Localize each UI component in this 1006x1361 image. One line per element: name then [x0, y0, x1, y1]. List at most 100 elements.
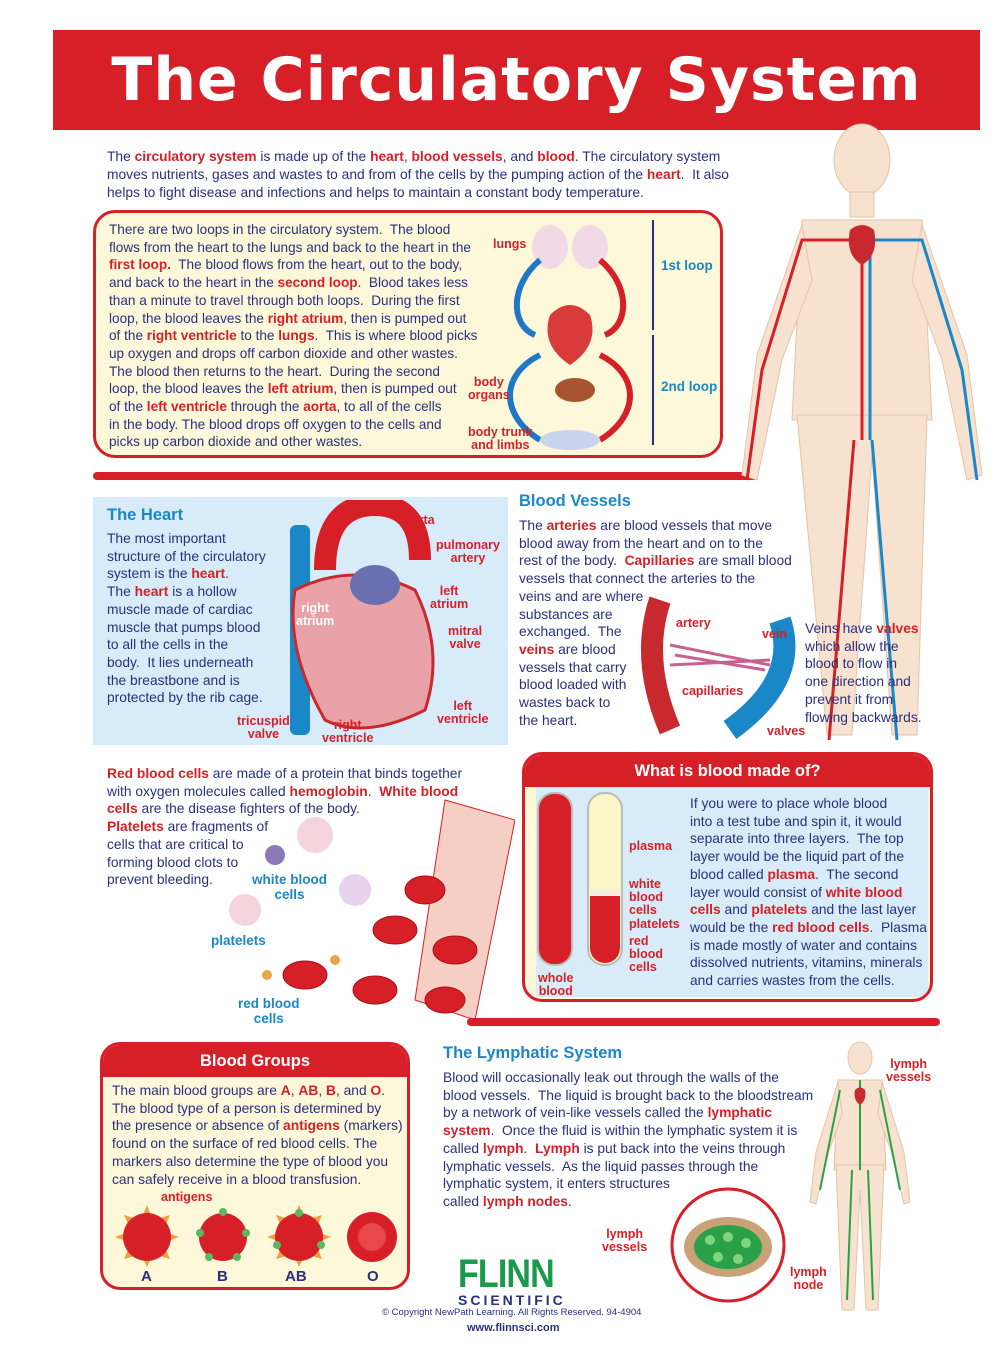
- highlight-term: heart: [191, 566, 226, 582]
- cells-paragraph: Red blood cells are made of a protein th…: [107, 765, 462, 889]
- label-mitral-valve: mitral valve: [448, 624, 483, 651]
- label-right-ventricle: right ventricle: [322, 718, 374, 745]
- text-run: (markers) found on the surface of red bl…: [112, 1118, 403, 1187]
- text-run: The: [107, 149, 135, 164]
- blood-groups-paragraph: The main blood groups are A, AB, B, and …: [112, 1082, 403, 1188]
- text-run: are made of a protein that binds togethe…: [107, 766, 463, 799]
- blood-composition-paragraph: If you were to place whole blood into a …: [690, 795, 927, 990]
- blood-type-b-cell-icon: [196, 1208, 250, 1261]
- highlight-term: first loop.: [109, 257, 171, 273]
- highlight-term: Red blood cells: [107, 766, 209, 781]
- body-trunk-capillaries-icon: [540, 430, 600, 450]
- lymph-node-illustration: [670, 1187, 786, 1303]
- text-run: are fragments of cells that are critical…: [107, 819, 269, 888]
- text-run: The most important structure of the circ…: [107, 531, 266, 582]
- text-run: , to all of the cells in the body. The b…: [109, 399, 442, 450]
- heart-title: The Heart: [107, 506, 184, 524]
- highlight-term: White blood cells: [107, 783, 459, 817]
- text-run: is made up of the: [256, 149, 371, 164]
- heart-paragraph: The most important structure of the circ…: [107, 530, 266, 707]
- website-link[interactable]: www.flinnsci.com: [467, 1322, 560, 1334]
- title-banner: The Circulatory System: [53, 30, 980, 130]
- highlight-term: antigens: [283, 1118, 340, 1134]
- highlight-term: O: [370, 1083, 382, 1098]
- text-run: .: [523, 1140, 536, 1156]
- heart-icon: [547, 305, 593, 365]
- label-wbc: white blood cells: [629, 877, 664, 917]
- highlight-term: B: [325, 1083, 336, 1098]
- copyright: © Copyright NewPath Learning. All Rights…: [382, 1307, 642, 1318]
- label-right-atrium: right atrium: [296, 601, 335, 628]
- text-run: to the: [236, 328, 279, 344]
- label-platelets-layer: platelets: [629, 917, 680, 931]
- highlight-term: arteries: [546, 518, 597, 533]
- text-run: The blood flows from the heart, out to t…: [109, 257, 463, 291]
- blood-type-o-cell-icon: [347, 1212, 397, 1262]
- vessels-paragraph: The arteries are blood vessels that move…: [519, 517, 792, 729]
- label-plasma: plasma: [629, 839, 673, 853]
- highlight-term: lymphatic system: [443, 1105, 772, 1139]
- label-vein: vein: [762, 627, 788, 641]
- loops-box: [93, 210, 723, 458]
- lymph-title: The Lymphatic System: [443, 1044, 623, 1062]
- label-aorta: aorta: [404, 513, 435, 527]
- text-run: are blood vessels that move blood away f…: [519, 518, 773, 569]
- whole-blood-tube-icon: [537, 792, 573, 966]
- text-run: Veins have: [805, 621, 877, 636]
- text-run: . Blood takes less than a minute to trav…: [109, 275, 468, 326]
- capillaries-icon: [669, 643, 771, 672]
- highlight-term: white blood cells: [690, 884, 903, 918]
- highlight-term: heart: [646, 167, 681, 182]
- highlight-term: veins: [519, 641, 555, 657]
- highlight-term: right ventricle: [146, 328, 237, 344]
- label-red-blood-cells: red blood cells: [238, 996, 300, 1026]
- text-run: is put back into the veins through lymph…: [443, 1140, 786, 1209]
- highlight-term: Lymph: [535, 1140, 580, 1156]
- loops-paragraph: There are two loops in the circulatory s…: [109, 221, 477, 451]
- label-valves: valves: [767, 724, 806, 738]
- text-run: are the disease fighters of the body.: [141, 801, 360, 817]
- highlight-term: red blood cells: [772, 919, 870, 935]
- artery-icon: [641, 596, 681, 735]
- human-circulatory-figure: [741, 123, 983, 741]
- label-body-organs: body organs: [468, 375, 510, 402]
- highlight-term: AB: [298, 1083, 319, 1098]
- text-run: If you were to place whole blood into a …: [690, 796, 904, 882]
- text-run: . The: [107, 566, 229, 600]
- label-left-atrium: left atrium: [430, 584, 469, 611]
- blood-type-a-cell-icon: [115, 1205, 179, 1267]
- highlight-term: circulatory system: [134, 149, 257, 164]
- label-lymph-vessels: lymph vessels: [602, 1227, 648, 1254]
- blood-vessels-diagram: [641, 596, 796, 739]
- text-run: , and: [335, 1083, 371, 1098]
- text-run: , and: [502, 149, 538, 164]
- label-lymph-node: lymph node: [790, 1265, 827, 1292]
- lymph-paragraph: Blood will occasionally leak out through…: [443, 1069, 813, 1211]
- text-run: ,: [318, 1083, 326, 1098]
- flinn-logo: FLINN: [458, 1252, 555, 1296]
- text-run: ,: [290, 1083, 299, 1098]
- highlight-term: left ventricle: [146, 399, 227, 415]
- label-rbc: red blood cells: [629, 934, 664, 974]
- heart-diagram: [290, 500, 435, 735]
- text-run: . Plasma is made mostly of water and con…: [690, 919, 927, 989]
- label-body-trunk: body trunk and limbs: [468, 425, 533, 452]
- text-run: and: [720, 902, 752, 918]
- highlight-term: Platelets: [107, 819, 164, 835]
- highlight-term: blood vessels: [411, 149, 503, 164]
- blood-composition-title: What is blood made of?: [525, 755, 930, 787]
- blood-type-labels: A B AB O: [115, 1268, 405, 1286]
- label-capillaries: capillaries: [682, 684, 744, 698]
- text-run: The main blood groups are: [112, 1083, 281, 1098]
- highlight-term: platelets: [751, 902, 808, 918]
- highlight-term: hemoglobin: [289, 783, 368, 799]
- section-divider: [93, 472, 758, 480]
- highlight-term: Capillaries: [624, 553, 695, 569]
- text-run: through the: [226, 399, 304, 415]
- page-title: The Circulatory System: [111, 45, 922, 115]
- highlight-term: lymph nodes: [482, 1193, 568, 1209]
- text-run: are small blood vessels that connect the…: [519, 553, 792, 640]
- text-run: .: [567, 1193, 572, 1209]
- circulation-loops-diagram: [507, 220, 654, 450]
- blood-type-ab-cell-icon: [267, 1205, 331, 1267]
